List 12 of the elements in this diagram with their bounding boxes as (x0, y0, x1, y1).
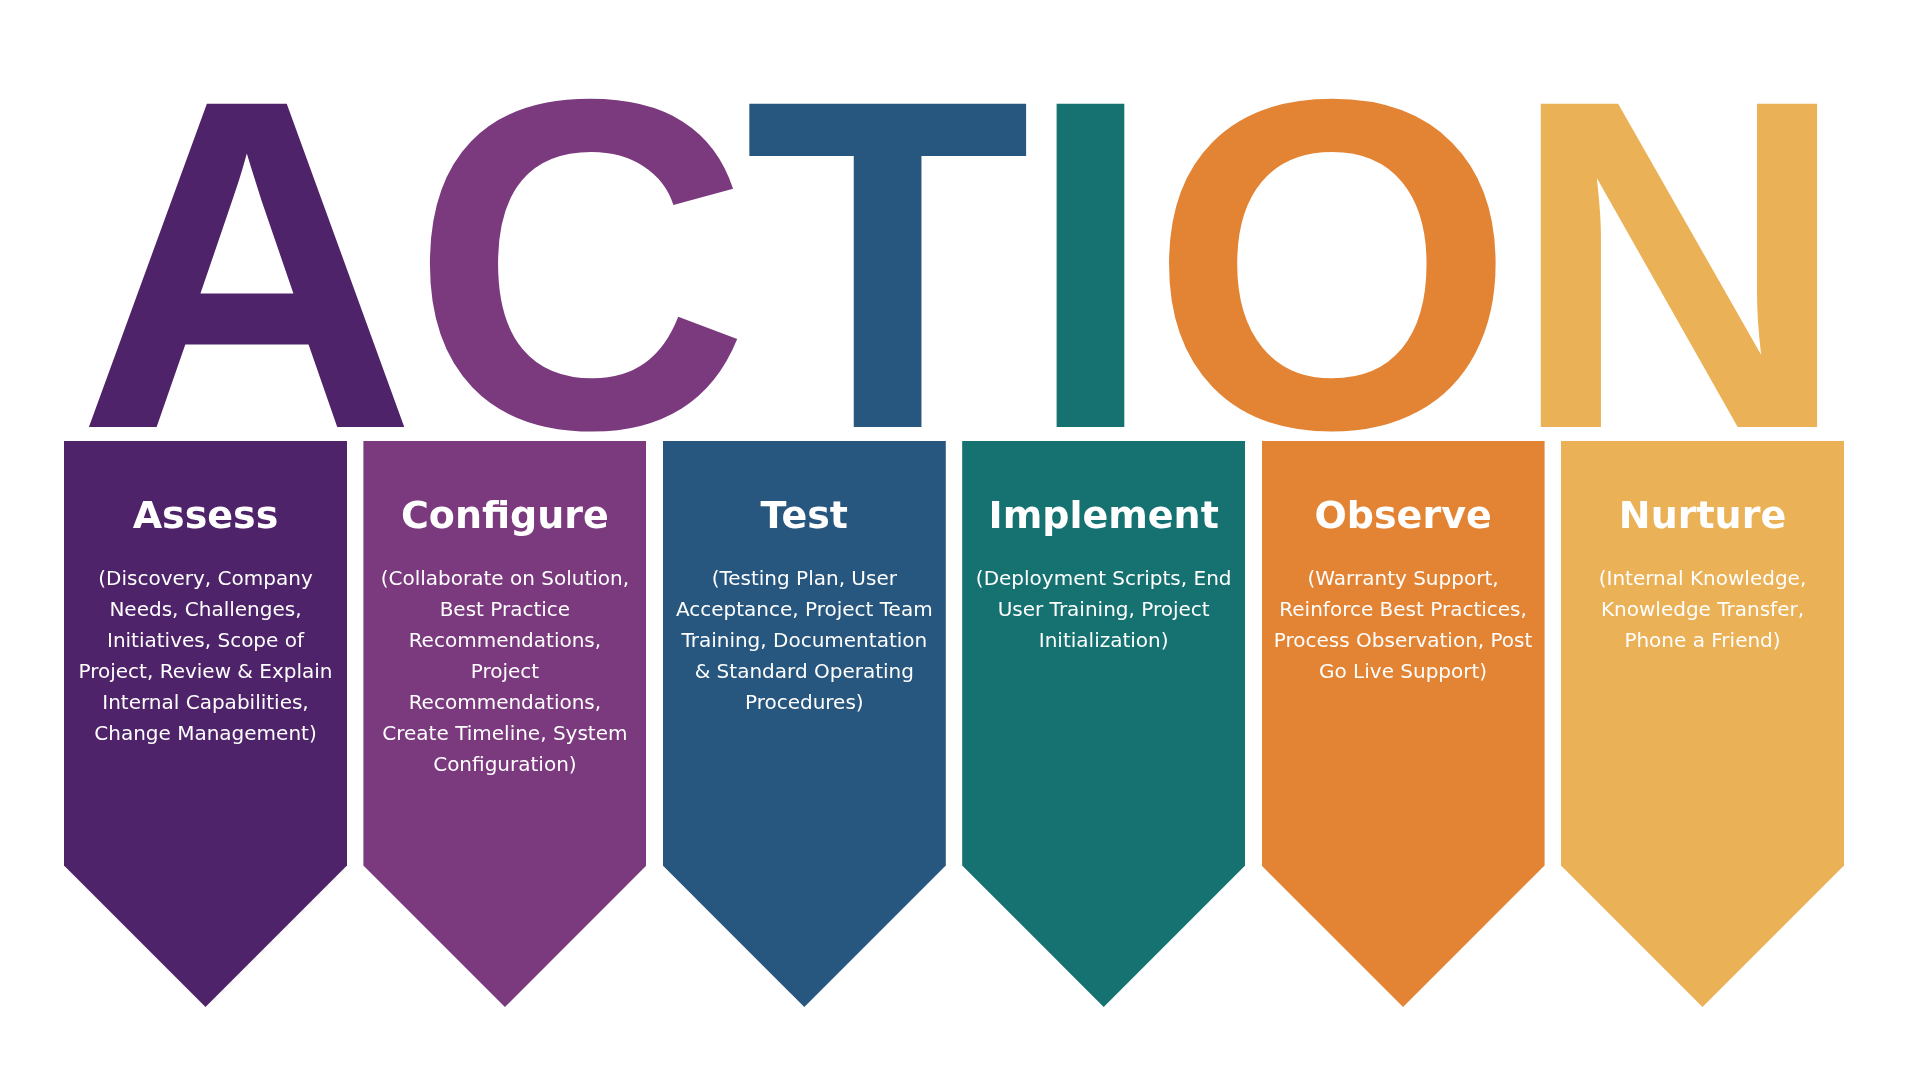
chevron-shape (962, 441, 1246, 1007)
chevron-shape (1261, 441, 1545, 1007)
step-description: (Discovery, Company Needs, Challenges, Initiatives, Scope of Project, Review & Explain Internal Capabilities, Change Management) (77, 565, 334, 747)
chevron-shape (662, 441, 946, 1007)
chevron-shape (64, 441, 347, 1007)
step-description: (Warranty Support, Reinforce Best Practices, Process Observation, Post Go Live Support) (1273, 565, 1533, 685)
step-description: (Internal Knowledge, Knowledge Transfer, Phone a Friend) (1597, 565, 1808, 654)
step-description: (Deployment Scripts, End User Training, Project Initialization) (974, 565, 1233, 654)
chevron-shape (1561, 441, 1844, 1007)
chevron-shape (363, 441, 647, 1007)
step-description: (Collaborate on Solution, Best Practice Recommendations, Project Recommendations, Create Timeline, System Configuration) (379, 565, 631, 778)
step-description: (Testing Plan, User Acceptance, Project Team Training, Documentation & Standard Operating Procedures) (674, 565, 934, 716)
